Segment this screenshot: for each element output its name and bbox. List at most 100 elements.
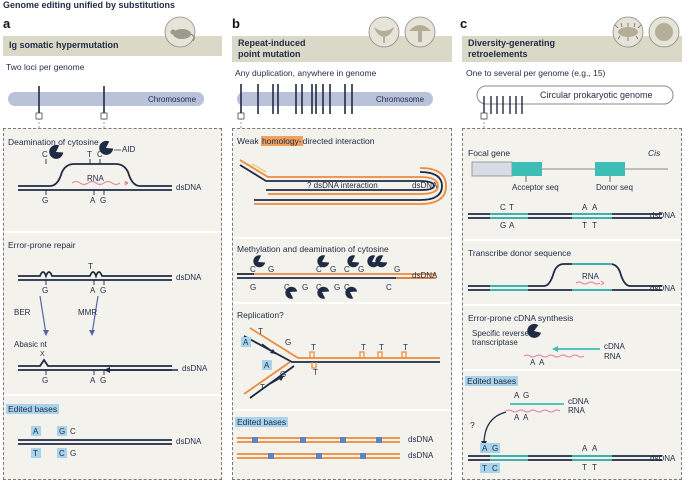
b-base-g6: G (302, 283, 309, 292)
circular-genome (476, 85, 674, 105)
b-dsdna-1: dsDNA (412, 181, 438, 190)
b-base-g7: G (334, 283, 341, 292)
panel-c-title-1: Diversity-generating (468, 38, 556, 48)
a-step-deamination: Deamination of cytosine (8, 137, 99, 147)
panel-b-title-2: point mutation (238, 49, 301, 59)
b-step-homology: Weak homology-directed interaction (237, 136, 374, 146)
panel-a-header: Ig somatic hypermutation (3, 36, 222, 56)
b-directed: directed interaction (302, 136, 375, 146)
b-edited-bases: Edited bases (235, 417, 289, 427)
a-edited-bases-label: Edited bases (6, 404, 60, 414)
c-rna-label-3: RNA (568, 406, 585, 415)
b-dsdna-4: dsDNA (408, 451, 434, 460)
b-base-t7: T (313, 368, 318, 377)
b-base-g2: G (330, 265, 337, 274)
figure-title: Genome editing unified by substitutions (3, 0, 176, 10)
a-base-x: X (40, 351, 45, 358)
chromosome-label-a: Chromosome (148, 95, 197, 104)
panel-letter-a: a (3, 16, 11, 31)
panel-letter-b: b (232, 16, 240, 31)
a-step-repair: Error-prone repair (8, 240, 76, 250)
b-base-c1: C (250, 265, 256, 274)
c-base-t5: T (592, 463, 597, 472)
b-dsdna-2: dsDNA (412, 271, 438, 280)
a-edit-g: G (59, 427, 66, 436)
panel-c-header: Diversity-generating retroelements (462, 36, 682, 62)
c-rna-label-2: RNA (604, 352, 621, 361)
panel-b-title-1: Repeat-induced (238, 38, 306, 48)
c-base-a1: A (582, 203, 588, 212)
a-aid-label: AID (122, 145, 136, 154)
c-cdna-label-2: cDNA (568, 397, 589, 406)
c-dsdna-3: dsDNA (650, 454, 676, 463)
c-edit-g: G (492, 444, 499, 453)
b-base-g5: G (250, 283, 257, 292)
b-homology: homology- (260, 136, 303, 146)
cell-icon (648, 16, 680, 48)
chromosome-label-b: Chromosome (376, 95, 425, 104)
a-dsdna-4: dsDNA (176, 437, 202, 446)
b-base-g1: G (268, 265, 275, 274)
c-focal-gene: Focal gene (468, 148, 511, 158)
c-base-a3: A (509, 221, 515, 230)
c-edited-bases-label: Edited bases (465, 376, 519, 386)
b-step-methylation: Methylation and deamination of cytosine (237, 244, 389, 254)
a-edit-g2: G (70, 449, 77, 458)
a-base-t2: T (88, 262, 93, 271)
a-base-g5: G (42, 376, 49, 385)
b-base-g8: G (285, 338, 292, 347)
c-edited-bases: Edited bases (465, 376, 519, 386)
c-base-a2: A (592, 203, 598, 212)
a-dsdna-3: dsDNA (182, 364, 208, 373)
c-step-error-prone: Error-prone cDNA synthesis (468, 313, 574, 323)
c-donor-label: Donor seq (596, 183, 633, 192)
c-cis: Cis (648, 148, 661, 158)
chromosome-label-c: Circular prokaryotic genome (540, 90, 653, 100)
a-base-g2: G (100, 196, 107, 205)
c-base-g2: G (523, 391, 530, 400)
fungus-cup-icon (368, 16, 400, 48)
c-base-g1: G (500, 221, 507, 230)
a-rna-label: RNA (87, 174, 104, 183)
a-base-g4: G (100, 286, 107, 295)
a-base-c2: C (97, 150, 103, 159)
c-base-a7: A (514, 413, 520, 422)
c-base-a10: A (592, 444, 598, 453)
mushroom-icon (404, 16, 436, 48)
b-base-g3: G (358, 265, 365, 274)
a-base-t1: T (87, 150, 92, 159)
a-edited-bases: Edited bases (6, 404, 60, 414)
b-interaction-label: ? dsDNA interaction (307, 181, 378, 190)
a-dsdna-1: dsDNA (176, 183, 202, 192)
c-base-a4: A (530, 358, 536, 367)
c-rna-label: RNA (582, 272, 599, 281)
a-bubble-dna (18, 163, 172, 191)
b-base-t5: T (379, 343, 384, 352)
panel-c-title-2: retroelements (468, 49, 528, 59)
a-edit-t: T (33, 449, 38, 458)
b-base-t2: T (260, 383, 265, 392)
c-dsdna-1: dsDNA (650, 211, 676, 220)
c-cdna-label: cDNA (604, 342, 625, 351)
c-base-t4: T (582, 463, 587, 472)
chromosome-b (237, 92, 433, 106)
c-edit-c: C (492, 464, 498, 473)
b-dsdna-3: dsDNA (408, 435, 434, 444)
a-base-g3: G (42, 286, 49, 295)
b-base-g4: G (394, 265, 401, 274)
a-edit-a: A (33, 427, 39, 436)
c-dsdna-2: dsDNA (650, 284, 676, 293)
b-base-c6: C (344, 283, 350, 292)
c-base-a8: A (523, 413, 529, 422)
a-mmr-label: MMR (78, 308, 98, 317)
panel-b-loci-text: Any duplication, anywhere in genome (235, 68, 377, 78)
a-base-g6: G (100, 376, 107, 385)
b-weak: Weak (237, 136, 259, 146)
c-edit-t: T (482, 464, 487, 473)
b-base-c7: C (386, 283, 392, 292)
a-base-c1: C (42, 150, 48, 159)
c-base-a6: A (514, 391, 520, 400)
b-edited-bases-label: Edited bases (235, 417, 289, 427)
